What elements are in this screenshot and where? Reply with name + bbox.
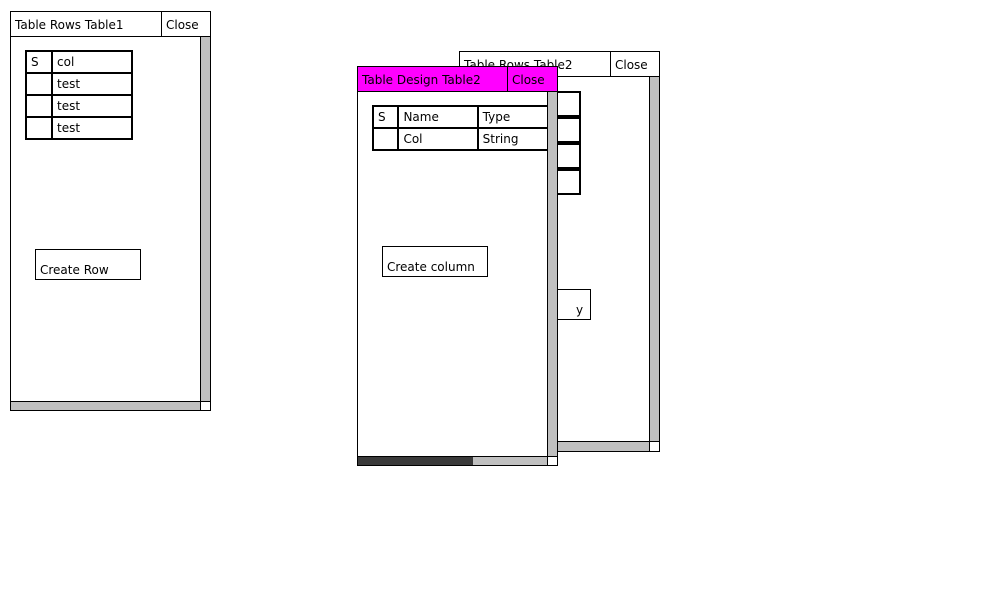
- vertical-scrollbar[interactable]: [547, 92, 557, 456]
- close-button-label: Close: [166, 18, 199, 32]
- horizontal-scrollbar-thumb[interactable]: [358, 457, 473, 465]
- scroll-corner: [200, 401, 210, 410]
- select-column-header: S: [371, 105, 400, 129]
- table-cell[interactable]: test: [51, 116, 133, 140]
- create-row-label: Create Row: [40, 263, 109, 277]
- title-bar[interactable]: Table Design Table2 Close: [358, 67, 557, 92]
- table-cell[interactable]: [554, 143, 581, 169]
- rows-table: S col test test test: [25, 50, 133, 140]
- table-row[interactable]: test: [25, 94, 133, 118]
- scroll-corner: [547, 456, 557, 465]
- create-row-button[interactable]: Create Row: [35, 249, 141, 280]
- table-row[interactable]: Col String: [371, 127, 557, 151]
- row-select-cell[interactable]: [25, 72, 53, 96]
- horizontal-scrollbar[interactable]: [358, 456, 548, 465]
- create-column-label: Create column: [387, 260, 475, 274]
- window-title: Table Design Table2: [362, 73, 481, 87]
- table-cell[interactable]: Col: [397, 127, 479, 151]
- table-cell[interactable]: test: [51, 72, 133, 96]
- row-select-cell[interactable]: [371, 127, 400, 151]
- table-design-table2-window: Table Design Table2 Close S Name Type Co…: [357, 66, 558, 466]
- table-cell[interactable]: [554, 117, 581, 143]
- table-header-row: S col: [25, 50, 133, 74]
- close-button[interactable]: Close: [507, 67, 557, 91]
- table-cell[interactable]: [554, 169, 581, 195]
- columns-table: S Name Type Col String: [371, 105, 557, 151]
- vertical-scrollbar[interactable]: [649, 77, 659, 441]
- create-column-button[interactable]: Create column: [382, 246, 488, 277]
- type-column-header[interactable]: Type: [476, 105, 557, 129]
- table-row[interactable]: test: [25, 116, 133, 140]
- row-select-cell[interactable]: [25, 94, 53, 118]
- close-button[interactable]: Close: [610, 52, 659, 76]
- select-column-header: S: [25, 50, 53, 74]
- name-column-header[interactable]: Name: [397, 105, 479, 129]
- close-button-label: Close: [512, 73, 545, 87]
- close-button[interactable]: Close: [161, 12, 210, 36]
- row-select-cell[interactable]: [25, 116, 53, 140]
- close-button-label: Close: [615, 58, 648, 72]
- table-cell[interactable]: [554, 91, 581, 117]
- window-title: Table Rows Table1: [15, 18, 124, 32]
- vertical-scrollbar[interactable]: [200, 37, 210, 401]
- table-rows-table1-window: Table Rows Table1 Close S col test test …: [10, 11, 211, 411]
- table-row[interactable]: test: [25, 72, 133, 96]
- table-cell[interactable]: test: [51, 94, 133, 118]
- table-header-row: S Name Type: [371, 105, 557, 129]
- col-column-header[interactable]: col: [51, 50, 133, 74]
- create-row-glyph: y: [576, 303, 584, 317]
- horizontal-scrollbar[interactable]: [11, 401, 201, 410]
- scroll-corner: [649, 441, 659, 451]
- title-bar[interactable]: Table Rows Table1 Close: [11, 12, 210, 37]
- table-cell[interactable]: String: [476, 127, 557, 151]
